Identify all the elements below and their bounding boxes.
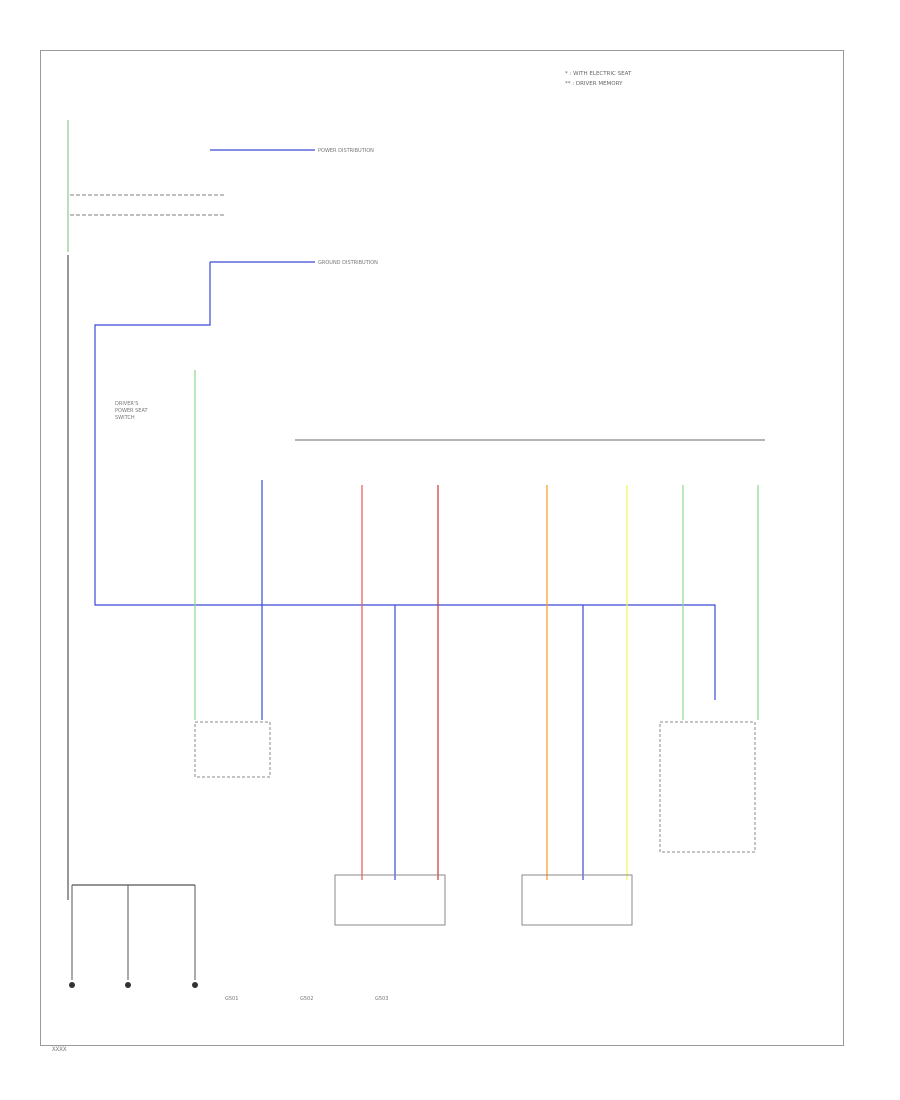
switch-label-2: POWER SEAT bbox=[115, 408, 148, 414]
diagram-frame bbox=[40, 50, 844, 1046]
switch-label-3: SWITCH bbox=[115, 415, 135, 421]
label-power: POWER DISTRIBUTION bbox=[318, 148, 374, 154]
ground-label-3: G503 bbox=[375, 996, 388, 1002]
ground-g503 bbox=[192, 885, 198, 988]
motor-box-3 bbox=[521, 874, 633, 926]
ground-label-2: G502 bbox=[300, 996, 313, 1002]
ground-label-1: G501 bbox=[225, 996, 238, 1002]
switch-label-1: DRIVER'S bbox=[115, 401, 138, 407]
motor-box-1 bbox=[194, 721, 271, 778]
ground-g502 bbox=[125, 885, 131, 988]
label-ground: GROUND DISTRIBUTION bbox=[318, 260, 378, 266]
legend-1: * : WITH ELECTRIC SEAT bbox=[565, 71, 632, 77]
motor-box-2 bbox=[334, 874, 446, 926]
ground-g501 bbox=[69, 885, 75, 988]
motor-box-4 bbox=[659, 721, 756, 853]
legend-2: ** : DRIVER MEMORY bbox=[565, 81, 623, 87]
wire-wht-blu-loop bbox=[94, 262, 716, 700]
footer-code: XXXX bbox=[52, 1046, 67, 1053]
